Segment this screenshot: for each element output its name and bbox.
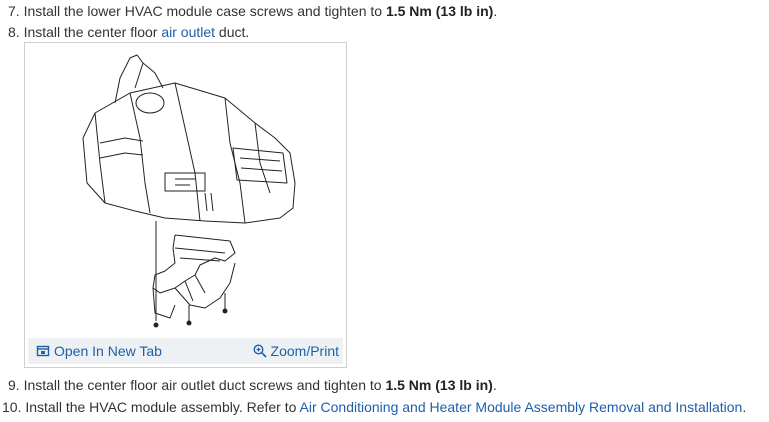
zoom-print-button[interactable]: Zoom/Print [253,343,339,359]
step-text: Install the HVAC module assembly. Refer … [25,399,297,415]
step-text: Install the center floor [23,24,158,40]
new-tab-icon [36,345,50,357]
step-9: 9. Install the center floor air outlet d… [8,376,497,394]
step-text-end: duct. [218,24,250,40]
torque-spec: 1.5 Nm (13 lb in) [385,377,493,393]
hvac-figure: Open In New Tab Zoom/Print [24,42,347,368]
open-in-new-tab-label: Open In New Tab [54,343,162,359]
open-in-new-tab-button[interactable]: Open In New Tab [36,343,162,359]
step-text: Install the lower HVAC module case screw… [23,3,383,19]
hvac-module-illustration [82,54,296,328]
step-number: 9. [8,377,20,393]
step-text-end: . [492,377,497,393]
step-text-end: . [742,399,747,415]
magnifier-plus-icon [253,344,267,358]
step-number: 7. [8,3,20,19]
step-7: 7. Install the lower HVAC module case sc… [8,2,497,20]
torque-spec: 1.5 Nm (13 lb in) [385,3,494,19]
step-number: 10. [2,399,22,415]
air-outlet-link[interactable]: air outlet [161,24,216,40]
step-text: Install the center floor air outlet duct… [23,377,382,393]
figure-toolbar: Open In New Tab Zoom/Print [28,338,343,364]
step-8: 8. Install the center floor air outlet d… [8,23,249,41]
step-10: 10. Install the HVAC module assembly. Re… [2,398,746,416]
hvac-module-removal-link[interactable]: Air Conditioning and Heater Module Assem… [299,399,743,415]
zoom-print-label: Zoom/Print [270,343,339,359]
step-number: 8. [8,24,20,40]
step-text-end: . [493,3,498,19]
